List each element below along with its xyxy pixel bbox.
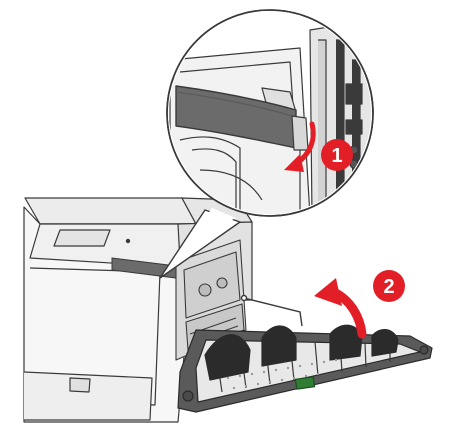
guide-rod [240,294,303,327]
step-badge-2: 2 [373,270,405,302]
opened-door [177,324,433,413]
rotate-arrow [314,278,367,339]
pull-arrow [284,121,316,172]
zoom-callout [159,9,374,279]
step-badge-1: 1 [321,139,353,171]
printer-interior [175,239,247,361]
step-number-1: 1 [331,145,342,167]
step-number-2: 2 [383,276,394,298]
